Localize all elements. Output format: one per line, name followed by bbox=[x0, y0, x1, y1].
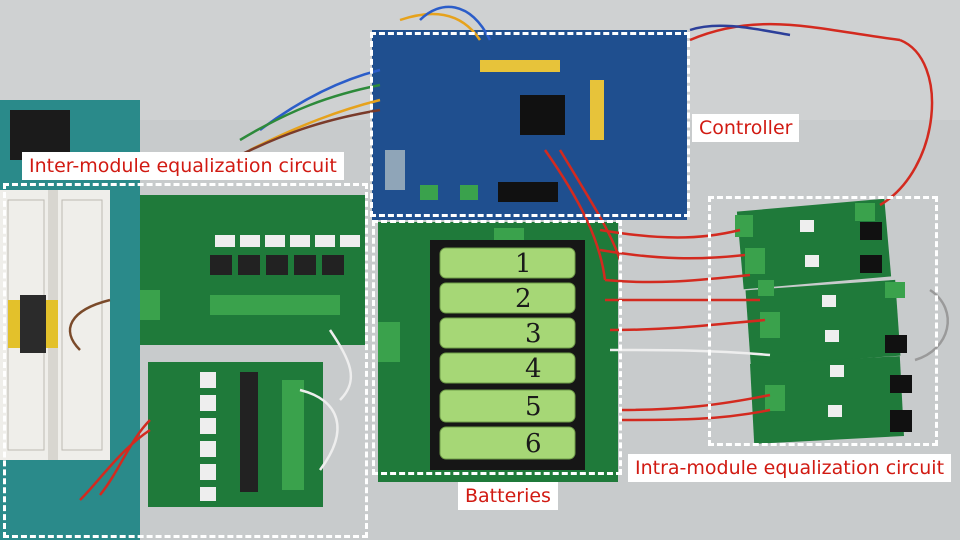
inter-module-board-lower bbox=[148, 362, 323, 507]
battery-holder: 1 2 3 4 5 6 bbox=[430, 240, 585, 470]
intra-module-boards bbox=[735, 198, 912, 444]
controller-label: Controller bbox=[692, 114, 800, 142]
wires bbox=[68, 5, 949, 501]
inter-module-board-upper bbox=[140, 195, 365, 345]
battery-cell-3 bbox=[439, 317, 576, 349]
controller-box bbox=[370, 32, 690, 217]
inter-module-label: Inter-module equalization circuit bbox=[22, 152, 344, 180]
intra-module-box bbox=[708, 196, 938, 446]
battery-label-2: 2 bbox=[515, 284, 532, 314]
intra-module-label: Intra-module equalization circuit bbox=[628, 454, 952, 482]
battery-label-1: 1 bbox=[515, 249, 532, 279]
socket bbox=[10, 110, 70, 160]
battery-label-3: 3 bbox=[525, 319, 542, 349]
battery-label-4: 4 bbox=[525, 354, 542, 384]
battery-cell-1 bbox=[439, 247, 576, 279]
battery-label-6: 6 bbox=[525, 429, 542, 459]
battery-label-5: 5 bbox=[525, 392, 542, 422]
battery-cell-4 bbox=[439, 352, 576, 384]
battery-cell-2 bbox=[439, 282, 576, 314]
batteries-box bbox=[372, 220, 622, 475]
batteries-label: Batteries bbox=[458, 482, 558, 510]
inter-module-box bbox=[3, 183, 368, 538]
controller-board bbox=[372, 30, 687, 220]
battery-cell-6 bbox=[439, 426, 576, 460]
battery-cell-5 bbox=[439, 389, 576, 423]
transformer bbox=[8, 295, 58, 353]
